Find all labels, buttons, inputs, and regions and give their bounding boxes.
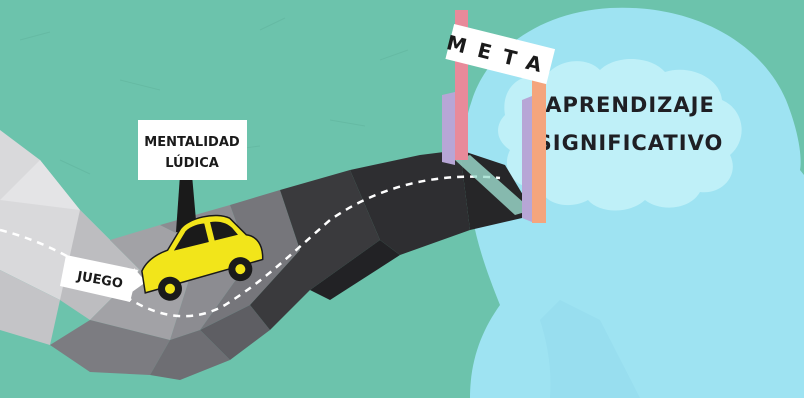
mentalidad-sign-board bbox=[138, 120, 247, 180]
significativo-label: SIGNIFICATIVO bbox=[537, 131, 724, 155]
aprendizaje-label: APRENDIZAJE bbox=[545, 93, 715, 117]
ludica-label: LÚDICA bbox=[165, 155, 219, 171]
mentalidad-label: MENTALIDAD bbox=[144, 135, 240, 150]
